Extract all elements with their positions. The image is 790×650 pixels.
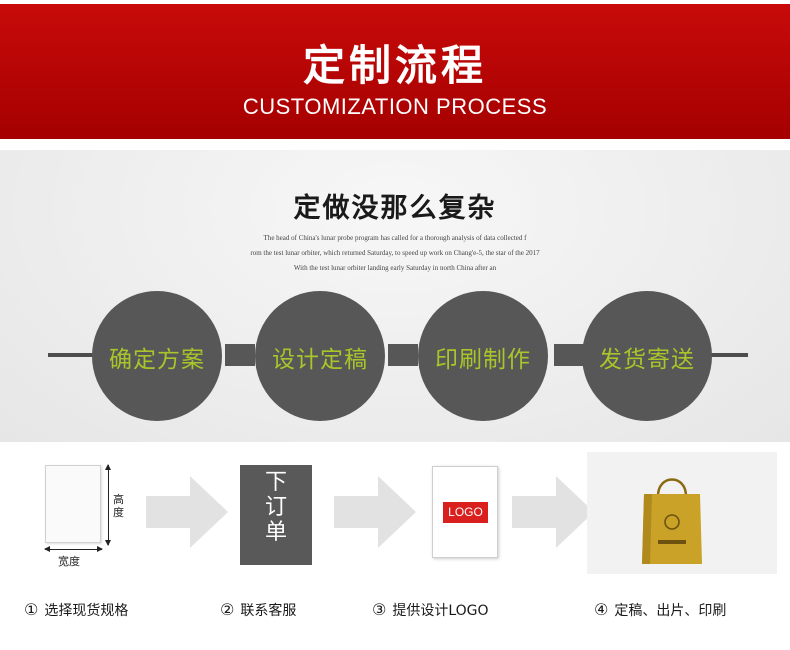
step-number: ④ bbox=[594, 600, 609, 619]
header-banner: 定制流程 CUSTOMIZATION PROCESS bbox=[0, 4, 790, 139]
page-title: 定制流程 bbox=[302, 41, 487, 90]
logo-badge: LOGO bbox=[443, 502, 488, 523]
height-dimension-arrow bbox=[105, 464, 111, 546]
circle-label-4: 发货寄送 bbox=[599, 347, 695, 373]
circle-label-3: 印刷制作 bbox=[435, 347, 531, 373]
order-char-3: 单 bbox=[264, 520, 287, 545]
process-line-left bbox=[48, 353, 98, 357]
step-text: 选择现货规格 bbox=[44, 603, 129, 619]
width-dimension-arrow bbox=[44, 546, 103, 552]
gold-bag-icon bbox=[642, 478, 702, 564]
blurb-line-2: rom the test lunar orbiter, which return… bbox=[250, 249, 540, 257]
step-text: 提供设计LOGO bbox=[392, 603, 489, 619]
order-card bbox=[240, 465, 312, 565]
step-number: ① bbox=[24, 600, 39, 619]
process-circle-2 bbox=[255, 291, 385, 421]
process-circle-1 bbox=[92, 291, 222, 421]
flow-arrow-icon bbox=[334, 476, 416, 548]
circle-connector bbox=[388, 344, 418, 366]
step-label-4: ④ 定稿、出片、印刷 bbox=[594, 600, 726, 620]
section-heading: 定做没那么复杂 bbox=[293, 193, 497, 224]
step-text: 联系客服 bbox=[240, 603, 297, 619]
width-label: 宽度 bbox=[58, 555, 80, 568]
circle-connector bbox=[554, 344, 584, 366]
height-label: 高度 bbox=[113, 493, 124, 519]
blank-sheet-image bbox=[45, 465, 101, 543]
step-label-1: ① 选择现货规格 bbox=[24, 600, 128, 620]
step-number: ③ bbox=[372, 600, 387, 619]
process-circle-3 bbox=[418, 291, 548, 421]
circle-label-1: 确定方案 bbox=[109, 347, 205, 373]
order-text: 下 订 单 bbox=[240, 470, 312, 545]
process-circle-4 bbox=[582, 291, 712, 421]
blurb-line-1: The head of China's lunar probe program … bbox=[263, 234, 527, 242]
step-label-2: ② 联系客服 bbox=[220, 600, 296, 620]
flow-arrow-icon bbox=[512, 476, 594, 548]
step-label-3: ③ 提供设计LOGO bbox=[372, 600, 489, 620]
order-char-1: 下 bbox=[264, 470, 287, 495]
step-text: 定稿、出片、印刷 bbox=[614, 603, 727, 619]
flow-arrow-icon bbox=[146, 476, 228, 548]
order-char-2: 订 bbox=[264, 495, 287, 520]
blurb-line-3: With the test lunar orbiter landing earl… bbox=[293, 264, 497, 272]
circle-label-2: 设计定稿 bbox=[272, 347, 368, 373]
process-line-right bbox=[700, 353, 748, 357]
page-subtitle: CUSTOMIZATION PROCESS bbox=[242, 94, 548, 119]
step-number: ② bbox=[220, 600, 235, 619]
circle-connector bbox=[225, 344, 255, 366]
